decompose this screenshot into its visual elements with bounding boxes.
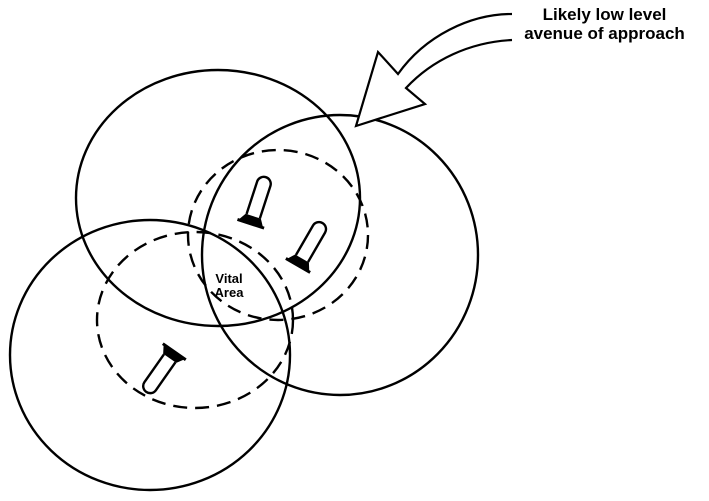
- weapon-icon-middle: [285, 220, 328, 274]
- weapon-icon-upper: [236, 175, 272, 230]
- weapon-icon-lower: [142, 342, 187, 395]
- dashed-ring-lower: [95, 230, 295, 410]
- approach-arrow: [354, 12, 513, 128]
- vital-area-label: Vital Area: [196, 271, 262, 301]
- vital-line-1: Vital: [215, 271, 243, 286]
- dashed-ring-upper: [186, 148, 370, 322]
- approach-callout-label: Likely low level avenue of approach: [500, 5, 709, 43]
- vital-line-2: Area: [214, 285, 244, 301]
- callout-line-1: Likely low level: [542, 5, 667, 24]
- coverage-circle-right: [200, 113, 480, 397]
- coverage-circle-bottom-left: [8, 218, 292, 492]
- callout-line-2: avenue of approach: [524, 23, 685, 43]
